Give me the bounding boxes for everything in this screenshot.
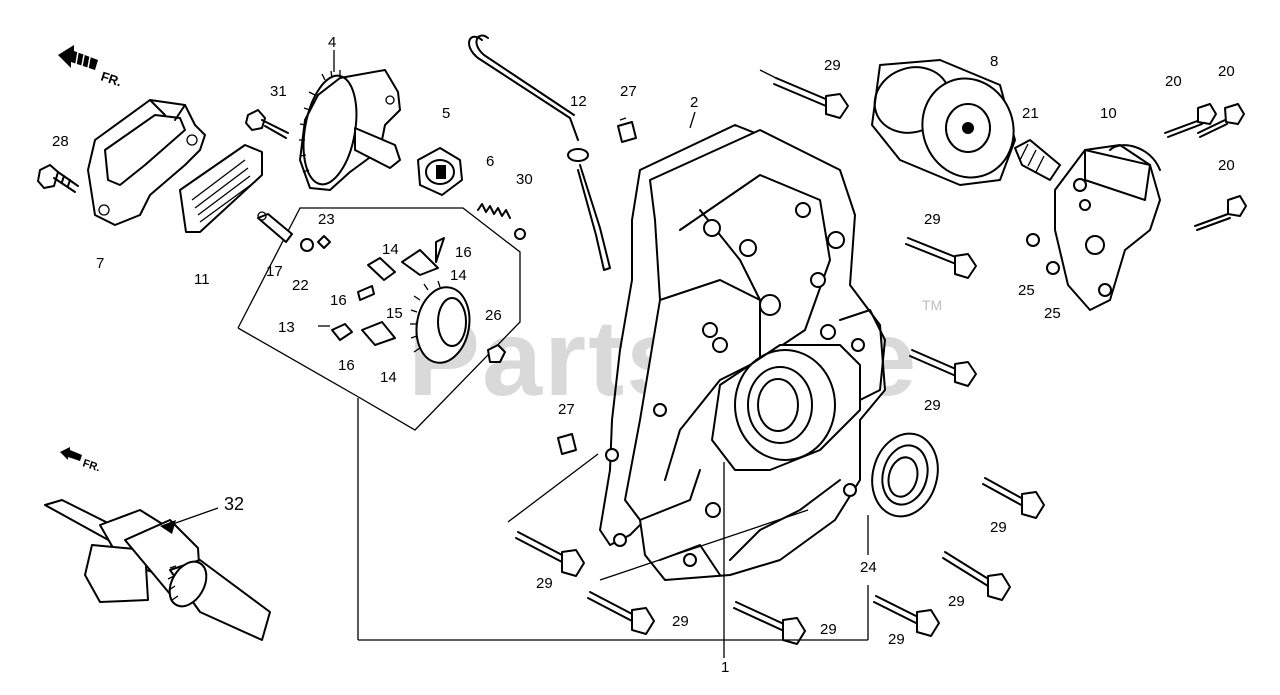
plate-part-11 — [179, 144, 263, 233]
callout-16c: 16 — [338, 357, 355, 374]
callout-2: 2 — [690, 94, 698, 111]
bolts-part-29 — [515, 77, 1045, 645]
callout-14c: 14 — [380, 369, 397, 386]
callout-23: 23 — [318, 211, 335, 228]
callout-14a: 14 — [382, 241, 399, 258]
callout-21: 21 — [1022, 105, 1039, 122]
callout-4: 4 — [328, 34, 336, 51]
washer-part-22 — [300, 238, 314, 252]
callout-16b: 16 — [330, 292, 347, 309]
callout-20c: 20 — [1218, 157, 1235, 174]
bolts-part-20 — [1164, 103, 1247, 231]
callout-31: 31 — [270, 83, 287, 100]
callout-20b: 20 — [1218, 63, 1235, 80]
callout-29a: 29 — [824, 57, 841, 74]
bolt-part-28 — [37, 164, 79, 193]
leader-lines — [169, 50, 869, 658]
spring-part-6 — [477, 203, 511, 219]
callout-28: 28 — [52, 133, 69, 150]
pin-part-17 — [257, 211, 293, 243]
ring-part-30 — [514, 228, 526, 240]
callout-29e: 29 — [948, 593, 965, 610]
front-arrow-small-icon — [60, 447, 82, 461]
callout-29f: 29 — [888, 631, 905, 648]
crankcase-cover-part-1 — [605, 129, 886, 581]
gear-part-4 — [299, 69, 401, 191]
nipple-part-21 — [1014, 139, 1061, 181]
bolt-part-31 — [245, 109, 289, 139]
callout-29c: 29 — [924, 397, 941, 414]
callout-25b: 25 — [1044, 305, 1061, 322]
callout-8: 8 — [990, 53, 998, 70]
front-arrow-small-label: FR. — [81, 457, 102, 474]
callout-13: 13 — [278, 319, 295, 336]
callout-16a: 16 — [455, 244, 472, 261]
callout-22: 22 — [292, 277, 309, 294]
callout-29d: 29 — [990, 519, 1007, 536]
front-arrow-label: FR. — [99, 69, 124, 90]
nut-part-25b — [1046, 261, 1060, 275]
housing-part-10 — [1054, 144, 1161, 311]
rotor-part-5 — [417, 147, 463, 196]
callout-labels: 1 2 4 5 6 7 8 10 11 12 13 14 14 14 15 16… — [52, 34, 1235, 676]
callout-11: 11 — [194, 271, 210, 288]
callout-25a: 25 — [1018, 282, 1035, 299]
callout-29g: 29 — [820, 621, 837, 638]
trademark-mark: TM — [922, 297, 942, 313]
callout-6: 6 — [486, 153, 494, 170]
governor-parts — [331, 237, 506, 364]
callout-30: 30 — [516, 171, 533, 188]
callout-1: 1 — [721, 659, 729, 676]
dipstick-part-12 — [468, 34, 611, 271]
callout-32: 32 — [224, 494, 244, 514]
callout-24: 24 — [860, 559, 877, 576]
callout-7: 7 — [96, 255, 104, 272]
clip-part-23 — [317, 235, 331, 249]
callout-27a: 27 — [620, 83, 637, 100]
callout-27b: 27 — [558, 401, 575, 418]
governor-gear-part-15 — [410, 280, 471, 364]
front-arrow-icon — [58, 45, 98, 70]
dowel-part-27a — [617, 121, 637, 143]
assembly-outline-13 — [237, 207, 521, 431]
oil-seal-part-24 — [871, 432, 939, 518]
bracket-part-7 — [87, 99, 206, 226]
callout-17: 17 — [266, 263, 283, 280]
crankshaft-part-32 — [44, 499, 271, 641]
dowel-part-27b — [557, 433, 577, 455]
callout-14b: 14 — [450, 267, 467, 284]
callout-15: 15 — [386, 305, 403, 322]
callout-26: 26 — [485, 307, 502, 324]
callout-29h: 29 — [672, 613, 689, 630]
oil-filter-part-8 — [871, 59, 1016, 186]
callout-29b: 29 — [924, 211, 941, 228]
callout-10: 10 — [1100, 105, 1117, 122]
callout-5: 5 — [442, 105, 450, 122]
callout-20a: 20 — [1165, 73, 1182, 90]
callout-12: 12 — [570, 93, 587, 110]
nut-part-25a — [1026, 233, 1040, 247]
callout-29i: 29 — [536, 575, 553, 592]
